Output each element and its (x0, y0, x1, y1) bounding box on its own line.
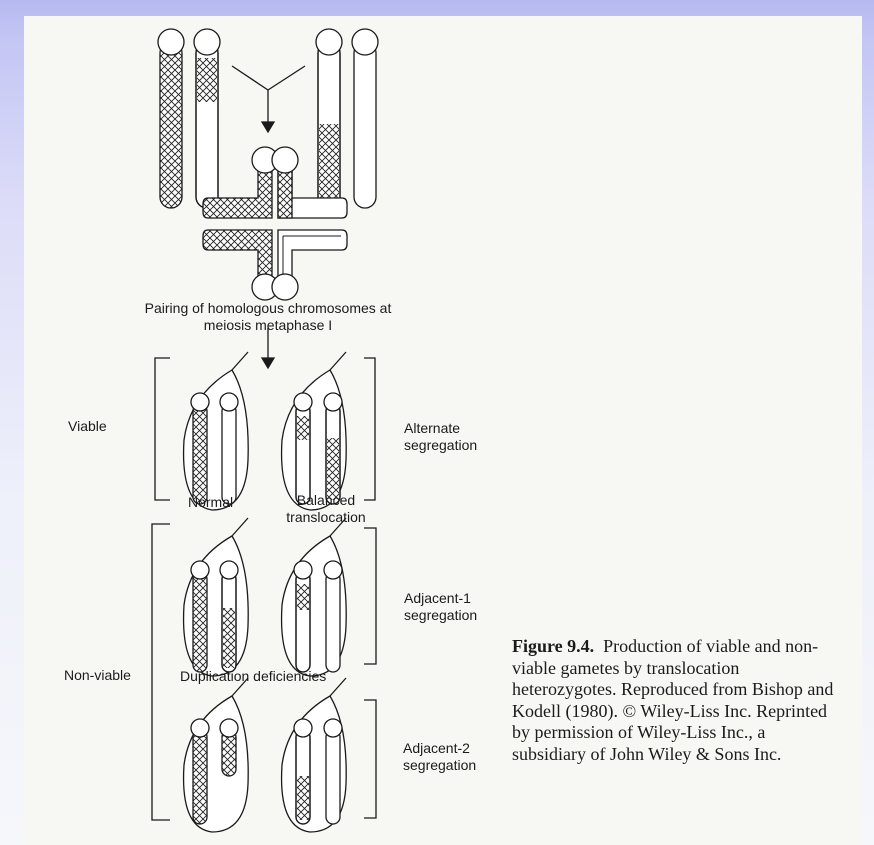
normal-label: Normal (188, 494, 233, 511)
adjacent1-line2: segregation (404, 607, 477, 624)
adjacent2-line1: Adjacent-2 (403, 740, 476, 757)
non-viable-label: Non-viable (64, 667, 131, 684)
balanced-line1: Balanced (272, 492, 380, 509)
balanced-line2: translocation (272, 509, 380, 526)
adjacent1-segregation-label: Adjacent-1 segregation (404, 590, 477, 624)
balanced-translocation-label: Balanced translocation (272, 492, 380, 526)
alternate-line2: segregation (404, 437, 477, 454)
pairing-label-line2: meiosis metaphase I (120, 317, 416, 334)
adjacent2-segregation-label: Adjacent-2 segregation (403, 740, 476, 774)
figure-caption: Figure 9.4. Production of viable and non… (512, 636, 842, 765)
pairing-label-line1: Pairing of homologous chromosomes at (120, 300, 416, 317)
duplication-deficiencies-label: Duplication deficiencies (180, 668, 326, 685)
figure-number: Figure 9.4. (512, 636, 594, 656)
viable-label: Viable (68, 418, 107, 435)
alternate-segregation-label: Alternate segregation (404, 420, 477, 454)
adjacent2-line2: segregation (403, 757, 476, 774)
pairing-label: Pairing of homologous chromosomes at mei… (120, 300, 416, 334)
alternate-line1: Alternate (404, 420, 477, 437)
adjacent1-line1: Adjacent-1 (404, 590, 477, 607)
